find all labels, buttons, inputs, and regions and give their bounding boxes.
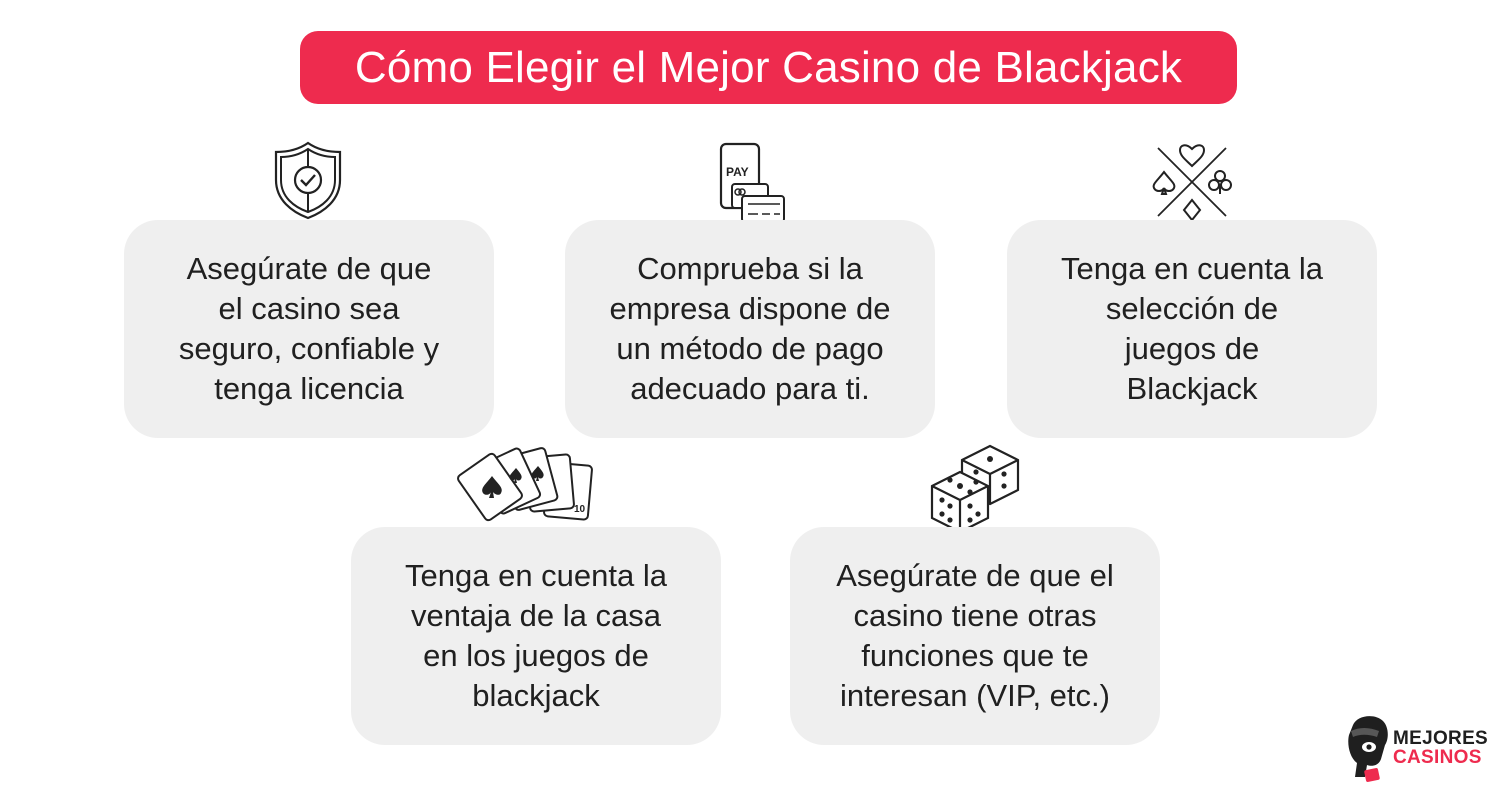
brand-logo[interactable]: MEJORES CASINOS: [1345, 713, 1489, 785]
page-title: Cómo Elegir el Mejor Casino de Blackjack: [300, 31, 1237, 104]
tip-text: Tenga en cuenta la selección de juegos d…: [1061, 251, 1323, 406]
tip-card-game-selection: Tenga en cuenta la selección de juegos d…: [1007, 220, 1377, 438]
mobile-pay-cards-icon: PAY: [718, 142, 788, 224]
svg-text:10: 10: [574, 504, 586, 515]
tip-card-secure-licensed: Asegúrate de que el casino sea seguro, c…: [124, 220, 494, 438]
tip-card-payment-method: Comprueba si la empresa dispone de un mé…: [565, 220, 935, 438]
dice-icon: [928, 442, 1020, 534]
mascot-logo-icon: [1348, 716, 1388, 782]
tip-text: Tenga en cuenta la ventaja de la casa en…: [405, 558, 667, 713]
pay-label: PAY: [726, 165, 749, 179]
playing-cards-fan-icon: 10: [457, 440, 598, 524]
tip-card-other-features: Asegúrate de que el casino tiene otras f…: [790, 527, 1160, 745]
tip-text: Comprueba si la empresa dispone de un mé…: [609, 251, 891, 406]
tip-text: Asegúrate de que el casino tiene otras f…: [836, 558, 1114, 713]
card-suits-icon: [1150, 140, 1234, 224]
tip-text: Asegúrate de que el casino sea seguro, c…: [178, 251, 440, 406]
tip-card-house-edge: Tenga en cuenta la ventaja de la casa en…: [351, 527, 721, 745]
logo-line1: MEJORES: [1393, 728, 1489, 749]
shield-check-icon: [272, 140, 344, 220]
logo-line2: CASINOS: [1393, 747, 1482, 768]
